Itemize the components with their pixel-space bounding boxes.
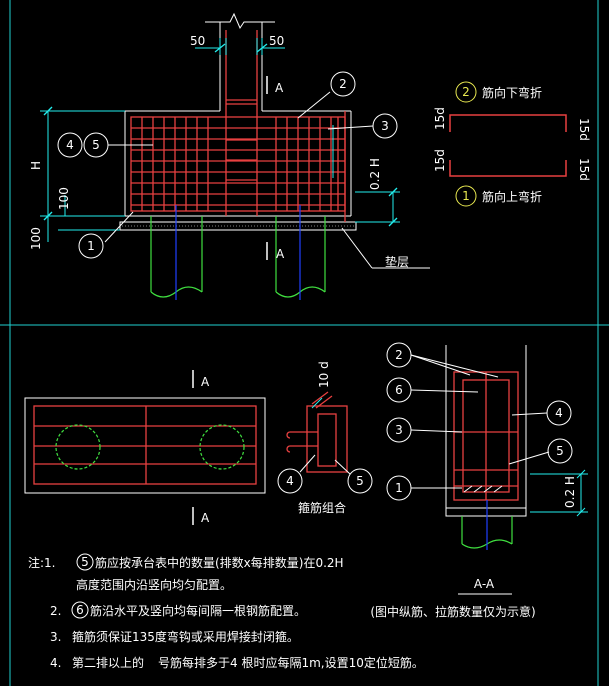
note1-circle (76, 553, 94, 571)
cap-elevation: 50 50 H 100 100 0.2 H A A 2 3 (29, 12, 430, 300)
legend-bend-4: 15d (577, 158, 591, 181)
dim-02h: 0.2 H (368, 158, 382, 190)
dim-50-left: 50 (190, 34, 205, 48)
callout-5 (83, 132, 109, 158)
note-prefix: 注:1. (28, 555, 56, 570)
section-callout-4-label: 4 (555, 406, 563, 420)
section-callout-6 (386, 377, 412, 403)
stirrup-bend-10d: 10 d (317, 361, 331, 388)
callout-4-label: 4 (66, 138, 74, 152)
callout-3 (372, 113, 398, 139)
legend-bend-1: 15d (433, 107, 447, 130)
note3-num: 3. (50, 630, 61, 644)
callout-3-label: 3 (381, 119, 389, 133)
note4-text-b: 号筋每排多于4 根时应每隔1m,设置10定位短筋。 (158, 655, 424, 670)
section-note: (图中纵筋、拉筋数量仅为示意) (370, 604, 535, 619)
callout-1-label: 1 (87, 239, 95, 253)
note2-text: 筋沿水平及竖向均每间隔一根钢筋配置。 (90, 603, 306, 618)
note4-num: 4. (50, 656, 61, 670)
section-callout-3 (386, 417, 412, 443)
dim-h: H (29, 161, 43, 170)
plan-mark-top: A (201, 375, 210, 389)
legend-text-down: 筋向下弯折 (482, 85, 542, 100)
note2-circle (71, 601, 89, 619)
section-callout-4 (546, 400, 572, 426)
note1-circle-label: 5 (81, 555, 89, 569)
legend-bend-3: 15d (577, 118, 591, 141)
callout-2 (330, 71, 356, 97)
section-callout-2 (386, 342, 412, 368)
section-dim-02h: 0.2 H (563, 476, 577, 508)
stirrup-callout-4 (277, 468, 303, 494)
cap-plan: A A (24, 370, 266, 525)
stirrup-callout-5-label: 5 (356, 474, 364, 488)
section-callout-3-label: 3 (395, 423, 403, 437)
section-callout-5 (547, 438, 573, 464)
section-callout-6-label: 6 (395, 383, 403, 397)
dim-50-right: 50 (269, 34, 284, 48)
bend-legend: 2 筋向下弯折 15d 15d 15d 15d 1 筋向上弯折 (433, 81, 591, 207)
notes: 注:1. 5 筋应按承台表中的数量(排数x每排数量)在0.2H 高度范围内沿竖向… (28, 553, 424, 670)
legend-callout-1-label: 1 (462, 189, 470, 203)
note2-circle-label: 6 (76, 603, 84, 617)
section-callout-1-label: 1 (395, 481, 403, 495)
note3-text: 箍筋须保证135度弯钩或采用焊接封闭箍。 (72, 629, 299, 644)
legend-callout-1 (455, 185, 477, 207)
section-callout-2-label: 2 (395, 348, 403, 362)
legend-text-up: 筋向上弯折 (482, 189, 542, 204)
callout-5-label: 5 (92, 138, 100, 152)
callout-2-label: 2 (339, 77, 347, 91)
stirrup-caption: 箍筋组合 (298, 500, 346, 515)
note1-line-b: 高度范围内沿竖向均匀配置。 (76, 577, 232, 592)
callout-1 (78, 233, 104, 259)
section-title: A-A (474, 577, 495, 591)
legend-callout-2 (455, 81, 477, 103)
plan-mark-bottom: A (201, 511, 210, 525)
legend-bend-2: 15d (433, 149, 447, 172)
stirrup-callout-5 (347, 468, 373, 494)
section-callout-1 (386, 475, 412, 501)
section-aa: 2 6 3 4 5 1 0.2 H A-A (图中纵筋、拉筋数量仅为示意) (370, 342, 588, 619)
dim-100-outer: 100 (29, 227, 43, 250)
section-mark-top: A (275, 81, 284, 95)
section-mark-bottom: A (276, 247, 285, 261)
section-callout-5-label: 5 (556, 444, 564, 458)
callout-4 (57, 132, 83, 158)
dim-100-inner: 100 (57, 187, 71, 210)
note1-line-a: 筋应按承台表中的数量(排数x每排数量)在0.2H (95, 555, 344, 570)
stirrup-combo: 10 d 4 5 箍筋组合 (277, 361, 373, 515)
stirrup-callout-4-label: 4 (286, 474, 294, 488)
label-cushion: 垫层 (385, 254, 409, 269)
note2-num: 2. (50, 604, 61, 618)
note4-text-a: 第二排以上的 (72, 655, 144, 670)
legend-callout-2-label: 2 (462, 85, 470, 99)
